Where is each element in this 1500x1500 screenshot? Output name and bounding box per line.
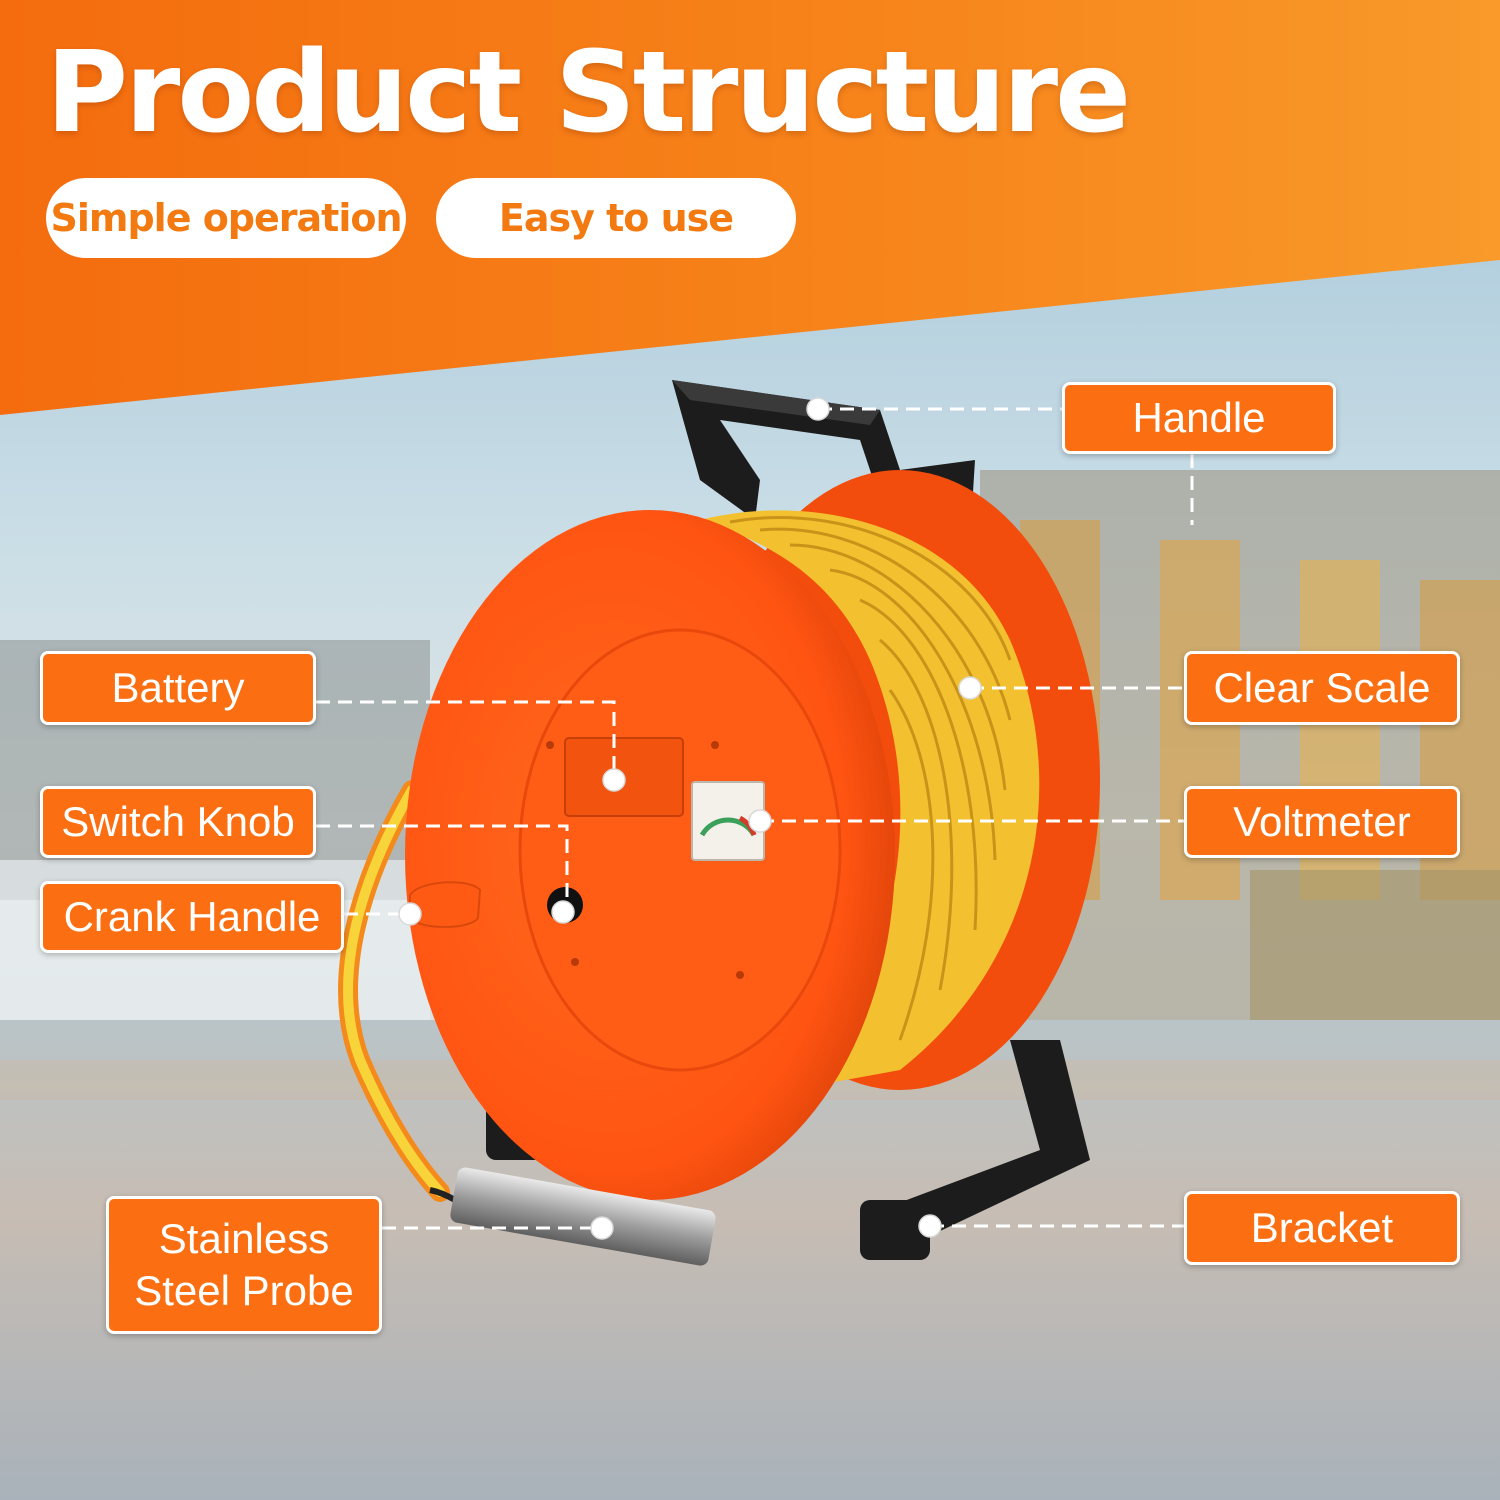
anchor-points [398, 397, 982, 1240]
crank-handle [409, 881, 482, 928]
callout-clear-scale: Clear Scale [1184, 651, 1460, 725]
callout-bracket: Bracket [1184, 1191, 1460, 1265]
callout-voltmeter: Voltmeter [1184, 786, 1460, 858]
stainless-steel-probe [429, 1167, 716, 1266]
callout-crank-handle: Crank Handle [40, 881, 344, 953]
callout-probe-line-1: Stainless [158, 1214, 330, 1262]
callout-stainless-steel-probe: Stainless Steel Probe [106, 1196, 382, 1334]
feature-tag-easy-to-use: Easy to use [436, 178, 796, 258]
leader-lines [316, 407, 1194, 1230]
feature-tag-simple-operation: Simple operation [46, 178, 406, 258]
page-title: Product Structure [46, 28, 1131, 158]
callout-handle: Handle [1062, 382, 1336, 454]
tape-drum [700, 510, 1040, 1090]
callout-battery: Battery [40, 651, 316, 725]
callout-probe-line-2: Steel Probe [134, 1267, 354, 1314]
callout-switch-knob: Switch Knob [40, 786, 316, 858]
